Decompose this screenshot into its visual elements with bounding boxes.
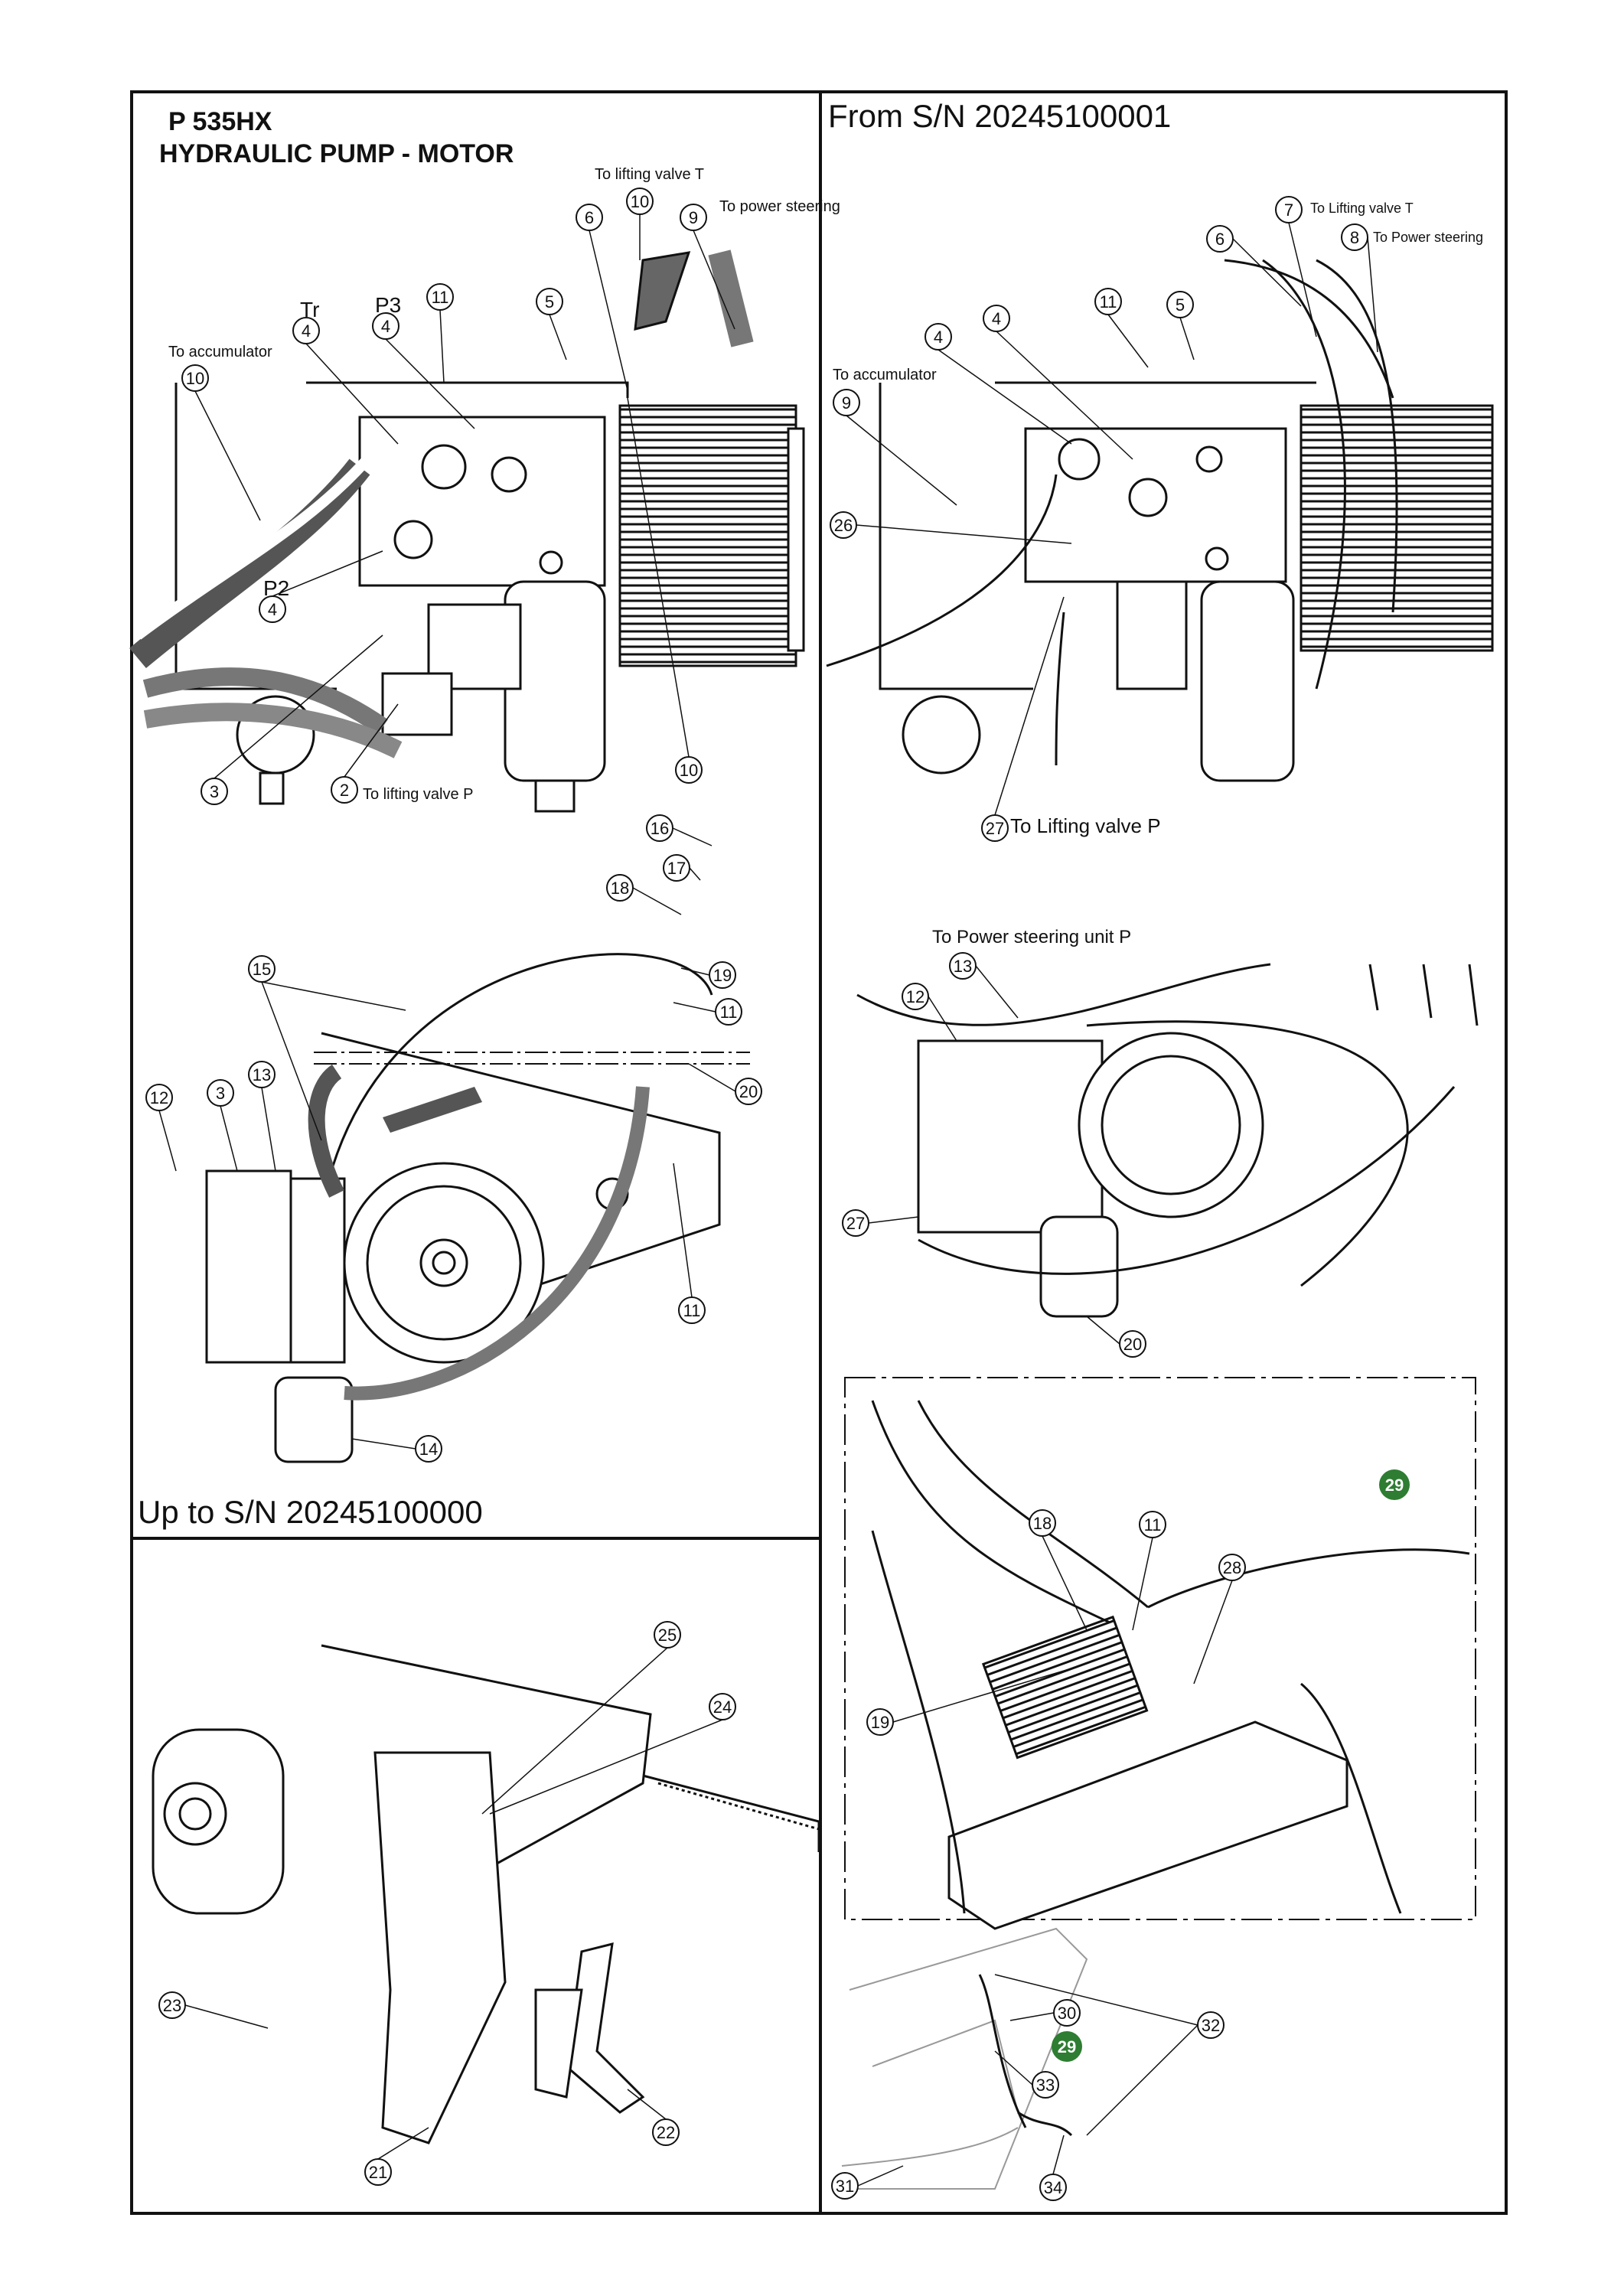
cl-4a: 4 <box>302 321 311 341</box>
new-version-label: From S/N 20245100001 <box>828 98 1172 134</box>
detail-callouts <box>866 1509 1246 1736</box>
cl-8: 9 <box>689 208 698 227</box>
cl-r-27: 27 <box>986 819 1004 838</box>
cl-mr-27: 27 <box>846 1214 865 1233</box>
badge-29-bottom-text: 29 <box>1058 2037 1076 2056</box>
old-version-label: Up to S/N 20245100000 <box>138 1494 483 1530</box>
cl-19: 20 <box>739 1082 758 1101</box>
lbl-r-to-lifting-valve-p: To Lifting valve P <box>1010 814 1161 837</box>
cl-11-mid-b: 11 <box>683 1301 701 1320</box>
cl-br-31: 31 <box>836 2177 854 2196</box>
badge-29-detail <box>1379 1469 1410 1500</box>
cl-23: 23 <box>163 1996 181 2015</box>
cl-4c: 4 <box>268 600 277 619</box>
cl-d-18: 18 <box>1033 1514 1052 1533</box>
cl-mr-12: 12 <box>906 987 925 1006</box>
cl-r-4b: 4 <box>934 328 943 347</box>
topright-callouts <box>830 196 1368 842</box>
midleft-pump-topview <box>205 953 721 1463</box>
cl-10: 10 <box>680 761 698 780</box>
midright-pump-topview <box>856 963 1479 1318</box>
cl-12: 12 <box>150 1088 168 1107</box>
cl-17: 18 <box>611 879 629 898</box>
lbl-to-lifting-valve-t: To lifting valve T <box>595 166 704 183</box>
cl-14: 15 <box>253 960 271 979</box>
lbl-r-to-lifting-valve-t: To Lifting valve T <box>1310 201 1414 216</box>
midright-callouts <box>842 952 1146 1358</box>
topleft-callouts <box>181 188 707 805</box>
cl-2: 2 <box>340 781 349 800</box>
cl-11-mid-a: 11 <box>720 1003 738 1022</box>
cl-d-19: 19 <box>871 1713 889 1732</box>
cl-13: 13 <box>253 1065 271 1084</box>
cl-18: 19 <box>713 966 732 985</box>
cl-mr-20: 20 <box>1123 1335 1142 1354</box>
horizontal-divider <box>130 1537 820 1540</box>
cl-4b: 4 <box>381 317 390 336</box>
cl-r-4a: 4 <box>992 309 1001 328</box>
topleft-pump-assembly <box>174 249 805 813</box>
lbl-to-power-steering: To power steering <box>719 198 840 215</box>
topright-pump-assembly <box>826 259 1494 782</box>
cl-6: 6 <box>585 208 594 227</box>
lbl-to-accumulator: To accumulator <box>168 344 272 360</box>
lbl-to-power-steering-unit-p: To Power steering unit P <box>932 927 1131 947</box>
cl-br-34: 34 <box>1044 2178 1062 2197</box>
vertical-divider <box>819 90 822 2215</box>
cl-r-8: 8 <box>1350 228 1359 247</box>
detail-box <box>844 1377 1476 1920</box>
model-title: P 535HX <box>168 107 272 136</box>
lbl-r-to-power-steering: To Power steering <box>1373 230 1483 245</box>
lbl-to-lifting-valve-p: To lifting valve P <box>363 786 474 803</box>
cl-r-5: 5 <box>1176 295 1185 315</box>
diagram-title: HYDRAULIC PUMP - MOTOR <box>159 139 514 168</box>
cl-br-33: 33 <box>1036 2076 1055 2095</box>
cl-5: 5 <box>545 292 554 311</box>
bottomright-routing <box>841 1927 1088 2190</box>
cl-20: 14 <box>419 1440 438 1459</box>
detail-pump-assembly <box>871 1400 1470 1930</box>
cl-11: 11 <box>432 288 449 307</box>
cl-r-11: 11 <box>1100 292 1117 311</box>
cl-21: 21 <box>369 2163 387 2182</box>
lbl-r-to-accumulator: To accumulator <box>833 367 937 383</box>
badge-29-bottom <box>1052 2031 1082 2062</box>
cl-d-28: 28 <box>1223 1558 1241 1577</box>
cl-mr-13: 13 <box>954 957 972 976</box>
badge-29-detail-text: 29 <box>1385 1476 1404 1495</box>
cl-d-11: 11 <box>1144 1515 1162 1534</box>
cl-25: 25 <box>658 1626 677 1645</box>
midleft-callouts <box>145 814 762 1463</box>
cl-r-7: 7 <box>1284 201 1293 220</box>
cl-22: 22 <box>657 2123 675 2142</box>
cl-16: 17 <box>667 859 686 878</box>
cl-9: 10 <box>186 369 204 388</box>
cl-3: 3 <box>210 782 219 801</box>
bottomright-callouts <box>831 1999 1225 2201</box>
cl-24: 24 <box>713 1698 732 1717</box>
cl-7: 10 <box>631 192 649 211</box>
cl-r-26: 26 <box>834 516 853 535</box>
cl-r-6: 6 <box>1215 230 1225 249</box>
cl-r-9: 9 <box>842 393 851 413</box>
cl-br-32: 32 <box>1202 2016 1220 2035</box>
bottomleft-mount-assembly <box>152 1644 820 2144</box>
cl-15: 16 <box>651 819 669 838</box>
cl-3-mid: 3 <box>216 1084 225 1103</box>
cl-br-30: 30 <box>1058 2004 1076 2023</box>
